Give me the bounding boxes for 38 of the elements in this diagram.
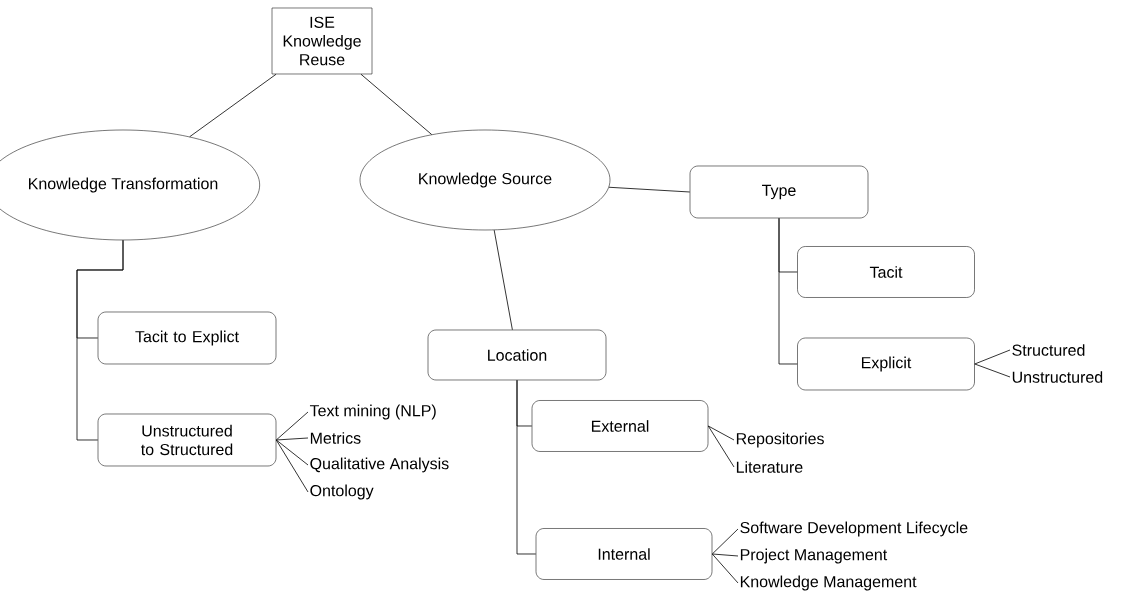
leaf-text: Knowledge Management [740,575,917,591]
category-box: Location [427,329,607,381]
root-box: ISE Knowledge Reuse [271,7,373,75]
connector-line [608,186,691,193]
category-box: External [531,400,709,452]
connector-line [275,437,309,441]
leaf-text: Literature [736,461,803,473]
leaf-text: Metrics [310,432,361,444]
category-box: Internal [535,528,713,580]
category-box: Tacit [797,246,975,298]
leaf-text: Structured [1012,344,1085,356]
connector-line [974,349,1011,365]
connector-line [516,379,537,555]
leaf-text: Qualitative Analysis [310,457,449,473]
leaf-text: Unstructured [1012,371,1103,383]
category-box: Type [689,165,869,219]
connector-line [778,217,798,365]
connector-line [76,239,124,441]
connector-line [275,411,309,441]
leaf-text: Ontology [310,484,374,500]
connector-line [974,363,1011,378]
leaf-text: Text mining (NLP) [309,404,436,420]
leaf-text: Software Development Lifecycle [740,521,968,537]
connector-line [275,439,309,493]
connector-line [360,73,433,135]
connector-line [711,528,739,555]
leaf-text: Repositories [736,432,824,448]
connector-line [711,553,739,584]
connector-line [707,425,735,441]
leaf-text: Project Management [740,548,888,564]
category-box: Unstructured to Structured [97,413,277,467]
connector-line [707,425,735,468]
connector-line [711,553,739,557]
connector-line [189,73,277,138]
connector-line [275,439,309,466]
category-box: Explicit [797,337,975,391]
category-box: Tacit to Explict [97,311,277,365]
connector-line [493,229,513,331]
